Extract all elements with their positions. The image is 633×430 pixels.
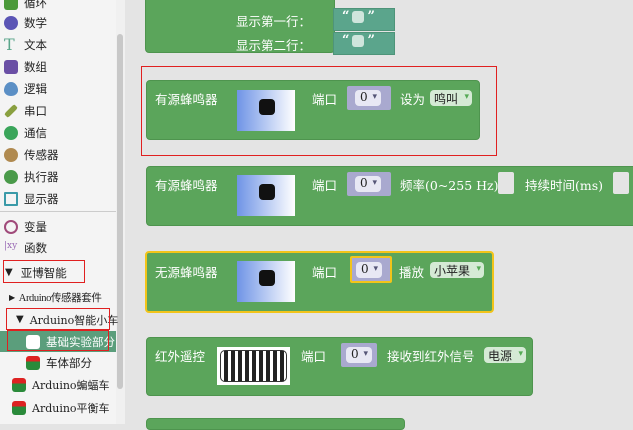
tree-basic-experiments[interactable]: 基础实验部分 <box>0 331 116 352</box>
scrollbar-thumb[interactable] <box>117 34 123 389</box>
category-math[interactable]: 数学 <box>0 12 116 33</box>
buzzer-image <box>237 90 295 131</box>
category-sensor[interactable]: 传感器 <box>0 144 116 165</box>
monitor-icon <box>4 191 18 206</box>
duration-input-slot[interactable] <box>613 172 629 194</box>
math-icon <box>4 15 18 30</box>
category-variable[interactable]: 变量 <box>0 216 116 237</box>
tree-yabo[interactable]: ▼亚博智能 <box>5 265 67 280</box>
remote-image <box>217 347 290 385</box>
ir-remote-block[interactable]: 红外遥控 端口 0 接收到红外信号 电源 <box>146 337 533 396</box>
category-actuator[interactable]: 执行器 <box>0 166 116 187</box>
port-dropdown[interactable]: 0 <box>350 256 392 283</box>
tree-balance-car[interactable]: Arduino平衡车 <box>0 397 116 418</box>
category-logic[interactable]: 逻辑 <box>0 78 116 99</box>
port-dropdown[interactable]: 0 <box>347 86 391 110</box>
ir-key-dropdown[interactable]: 电源 <box>484 347 527 363</box>
category-loop[interactable]: 循环 <box>0 0 116 13</box>
highlight-box <box>7 330 109 351</box>
array-icon <box>4 59 18 74</box>
satellite-icon <box>4 125 18 140</box>
active-buzzer-tone-block[interactable]: 有源蜂鸣器 端口 0 频率(0~255 Hz) 持续时间(ms) <box>146 166 633 226</box>
cube-icon <box>26 355 40 370</box>
loop-icon <box>4 0 18 10</box>
tree-car-body[interactable]: 车体部分 <box>0 352 116 373</box>
tree-sensor-kit[interactable]: ▶Arduino传感器套件 <box>9 293 102 304</box>
category-display[interactable]: 显示器 <box>0 188 116 209</box>
partial-block[interactable] <box>146 418 405 430</box>
port-dropdown[interactable]: 0 <box>341 343 377 367</box>
lcd-block[interactable]: 显示第一行： 显示第二行： <box>145 0 335 53</box>
highlight-box <box>3 260 85 283</box>
cube-icon <box>12 400 26 415</box>
active-buzzer-block[interactable]: 有源蜂鸣器 端口 0 设为 鸣叫 <box>146 80 480 140</box>
frequency-input-slot[interactable] <box>498 172 514 194</box>
cube-icon <box>12 377 26 392</box>
passive-buzzer-block[interactable]: 无源蜂鸣器 端口 0 播放 小苹果 <box>145 251 494 313</box>
pen-icon <box>4 103 18 118</box>
actuator-icon <box>4 169 18 184</box>
variable-icon <box>4 219 18 234</box>
highlight-box <box>6 308 110 330</box>
text-input-line2[interactable]: “” <box>333 32 395 55</box>
song-dropdown[interactable]: 小苹果 <box>430 262 485 278</box>
category-comm[interactable]: 通信 <box>0 122 116 143</box>
cube-icon <box>26 334 40 349</box>
text-input-line1[interactable]: “” <box>333 8 395 31</box>
highlight-box <box>141 66 497 156</box>
sensor-icon <box>4 147 18 162</box>
state-dropdown[interactable]: 鸣叫 <box>430 90 473 106</box>
function-icon: |xy <box>4 240 18 251</box>
bulb-icon <box>4 81 18 96</box>
tree-smart-car[interactable]: ▼Arduino智能小车 <box>16 313 119 327</box>
tree-bat-car[interactable]: Arduino蝙蝠车 <box>0 374 116 395</box>
category-array[interactable]: 数组 <box>0 56 116 77</box>
buzzer-image <box>237 261 295 302</box>
sidebar-scrollbar[interactable] <box>116 0 125 424</box>
text-icon: T <box>4 34 15 54</box>
buzzer-image <box>237 175 295 216</box>
category-serial[interactable]: 串口 <box>0 100 116 121</box>
divider <box>0 211 116 212</box>
port-dropdown[interactable]: 0 <box>347 172 391 196</box>
